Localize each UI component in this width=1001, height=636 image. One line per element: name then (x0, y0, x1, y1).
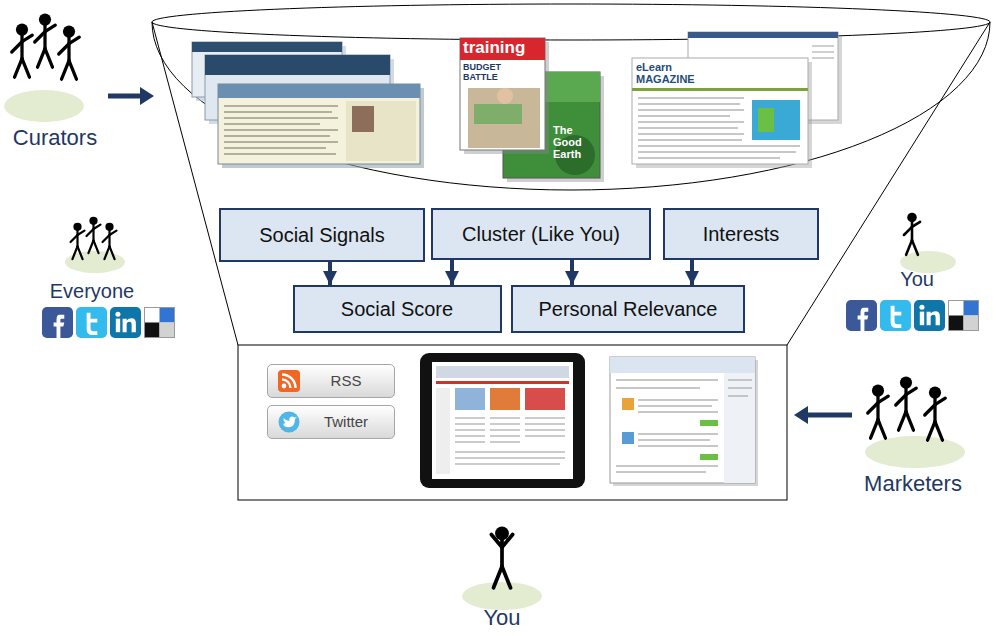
process-box: Social Score (293, 285, 502, 333)
figure-label: Everyone (37, 280, 147, 302)
flow-arrow (328, 262, 332, 285)
node-text: Social Signals (259, 223, 385, 247)
figure-label: Marketers (850, 472, 976, 496)
feed-button: Twitter (267, 405, 395, 439)
blog-screenshots (192, 42, 424, 168)
flow-arrow (450, 260, 454, 285)
process-box: Social Signals (219, 208, 425, 262)
figure-label: You (472, 606, 532, 630)
figure-label: Curators (2, 126, 108, 150)
rss-icon (278, 370, 300, 392)
twitter-icon (278, 411, 300, 433)
process-box: Interests (663, 208, 819, 260)
process-box: Cluster (Like You) (431, 208, 651, 260)
curators-figures (4, 14, 84, 122)
tablet (420, 353, 585, 488)
you-figure (900, 213, 956, 273)
cover-headline: The Good Earth (553, 124, 599, 160)
node-text: RSS (331, 372, 362, 390)
you-figure (462, 527, 542, 610)
node-text: Personal Relevance (539, 297, 718, 321)
node-text: Interests (703, 222, 780, 246)
node-text: Cluster (Like You) (462, 222, 620, 246)
figure-label: You (887, 268, 947, 290)
process-box: Personal Relevance (511, 285, 745, 333)
flow-arrow (690, 260, 694, 285)
magazine-covers (460, 38, 604, 182)
page-title: eLearn MAGAZINE (636, 61, 708, 85)
feed-button: RSS (267, 364, 395, 398)
marketers-figures (865, 377, 965, 468)
cover-headline: BUDGET BATTLE (463, 63, 523, 83)
email-screenshot (610, 357, 758, 486)
cover-title: training (463, 39, 543, 58)
flow-arrow (570, 260, 574, 285)
node-text: Twitter (324, 413, 368, 431)
web-pages (632, 32, 842, 168)
content-funnel (152, 4, 990, 500)
everyone-figures (65, 217, 125, 273)
node-text: Social Score (341, 297, 453, 321)
arrow (108, 87, 852, 424)
